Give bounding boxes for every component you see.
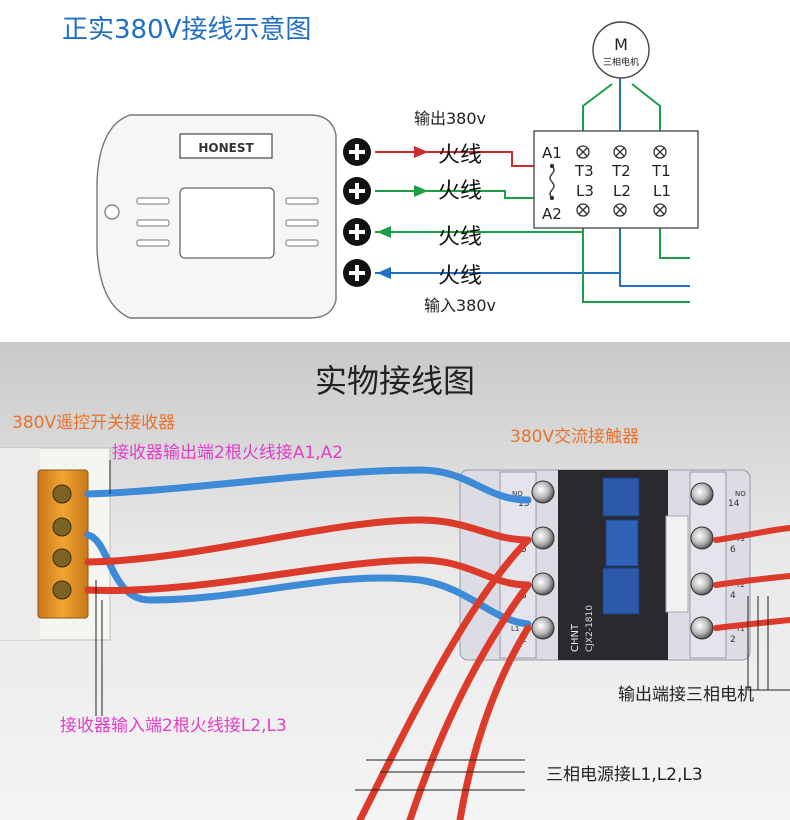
wire-label-2: 火线: [438, 179, 482, 204]
terminal-screw-icons: [576, 145, 667, 217]
terminal-t2: T2: [611, 162, 631, 180]
contactor-actuator-mid: [605, 519, 639, 567]
terminal-l1: L1: [653, 182, 671, 200]
output-label: 输出380v: [414, 109, 486, 128]
power-wire-2: [406, 581, 532, 820]
blue-wire-upper: [84, 466, 532, 504]
contactor-actuator-top: [602, 477, 640, 517]
contactor-device: CHNT CJX2-1810 13 5 3 1 14 6 4 2 NO L3 L…: [459, 469, 751, 661]
svg-text:4: 4: [730, 591, 736, 601]
display-window: [179, 187, 275, 259]
mounting-hole: [104, 204, 120, 220]
motor-caption: 三相电机: [603, 56, 639, 68]
svg-text:6: 6: [730, 545, 736, 555]
photo-title: 实物接线图: [315, 362, 475, 400]
receiver-device: HONEST: [96, 114, 371, 319]
receiver-input-note: 接收器输入端2根火线接L2,L3: [60, 716, 287, 736]
photo-wiring-diagram: CHNT CJX2-1810 13 5 3 1 14 6 4 2 NO L3 L…: [0, 342, 790, 820]
terminal-l3: L3: [576, 182, 594, 200]
brand-plate: [179, 133, 273, 159]
receiver-label: 380V遥控开关接收器: [12, 413, 175, 433]
receiver-terminals: [343, 138, 371, 287]
terminal-l2: L2: [613, 182, 631, 200]
terminal-t3: T3: [574, 162, 594, 180]
wiring-schematic: 正实380V接线示意图 HONEST 输出380v 输入38: [62, 15, 699, 319]
green-output-wire: [375, 190, 546, 199]
motor-wire-2: [713, 573, 790, 588]
right-vent-slots: [285, 197, 319, 247]
wire-label-4: 火线: [438, 264, 482, 289]
svg-text:13: 13: [518, 499, 529, 509]
contactor-symbol: A1 A2 T3 T2 T1 L3 L2 L1: [533, 130, 699, 229]
contactor-label: 380V交流接触器: [510, 427, 639, 447]
contactor-model: CJX2-1810: [585, 605, 595, 652]
motor-wire-1: [713, 525, 790, 543]
red-output-wire: [375, 151, 546, 167]
svg-text:14: 14: [728, 499, 740, 509]
photo-wires: [84, 466, 790, 820]
red-wire-lower: [84, 556, 532, 594]
motor-output-note: 输出端接三相电机: [618, 685, 754, 705]
motor-symbol: M 三相电机: [592, 21, 650, 79]
contactor-brand: CHNT: [570, 623, 581, 652]
receiver-unit: [0, 447, 111, 641]
contactor-side-cover: [665, 515, 689, 613]
wire-label-3: 火线: [438, 225, 482, 250]
svg-text:L1: L1: [511, 625, 519, 633]
wire-label-1: 火线: [438, 143, 482, 168]
schematic-wires: [375, 76, 690, 303]
power-wire-3: [456, 624, 532, 820]
schematic-title: 正实380V接线示意图: [62, 15, 311, 45]
left-vent-slots: [136, 197, 170, 247]
power-wire-1: [356, 536, 532, 820]
svg-text:2: 2: [730, 635, 736, 645]
coil-terminal-a1: A1: [542, 144, 562, 162]
svg-text:T2: T2: [735, 581, 745, 589]
red-wire-upper: [84, 516, 532, 566]
contactor-actuator-bottom: [602, 567, 640, 615]
contactor-screws: [531, 480, 714, 640]
receiver-output-note: 接收器输出端2根火线接A1,A2: [112, 443, 343, 463]
terminal-block: [37, 469, 89, 619]
receiver-terminal-screws: [52, 484, 72, 600]
motor-letter: M: [614, 35, 628, 54]
power-supply-note: 三相电源接L1,L2,L3: [546, 765, 703, 785]
brand-name: HONEST: [198, 141, 254, 155]
blue-wire-lower: [84, 531, 532, 628]
svg-text:5: 5: [521, 545, 527, 555]
callout-lines: [95, 460, 790, 791]
coil-terminal-a2: A2: [542, 205, 562, 223]
terminal-t1: T1: [651, 162, 671, 180]
coil-icon: [549, 165, 555, 199]
svg-text:NO: NO: [735, 490, 746, 498]
svg-text:T1: T1: [735, 625, 745, 633]
input-label: 输入380v: [424, 296, 496, 315]
svg-text:NO: NO: [512, 490, 523, 498]
